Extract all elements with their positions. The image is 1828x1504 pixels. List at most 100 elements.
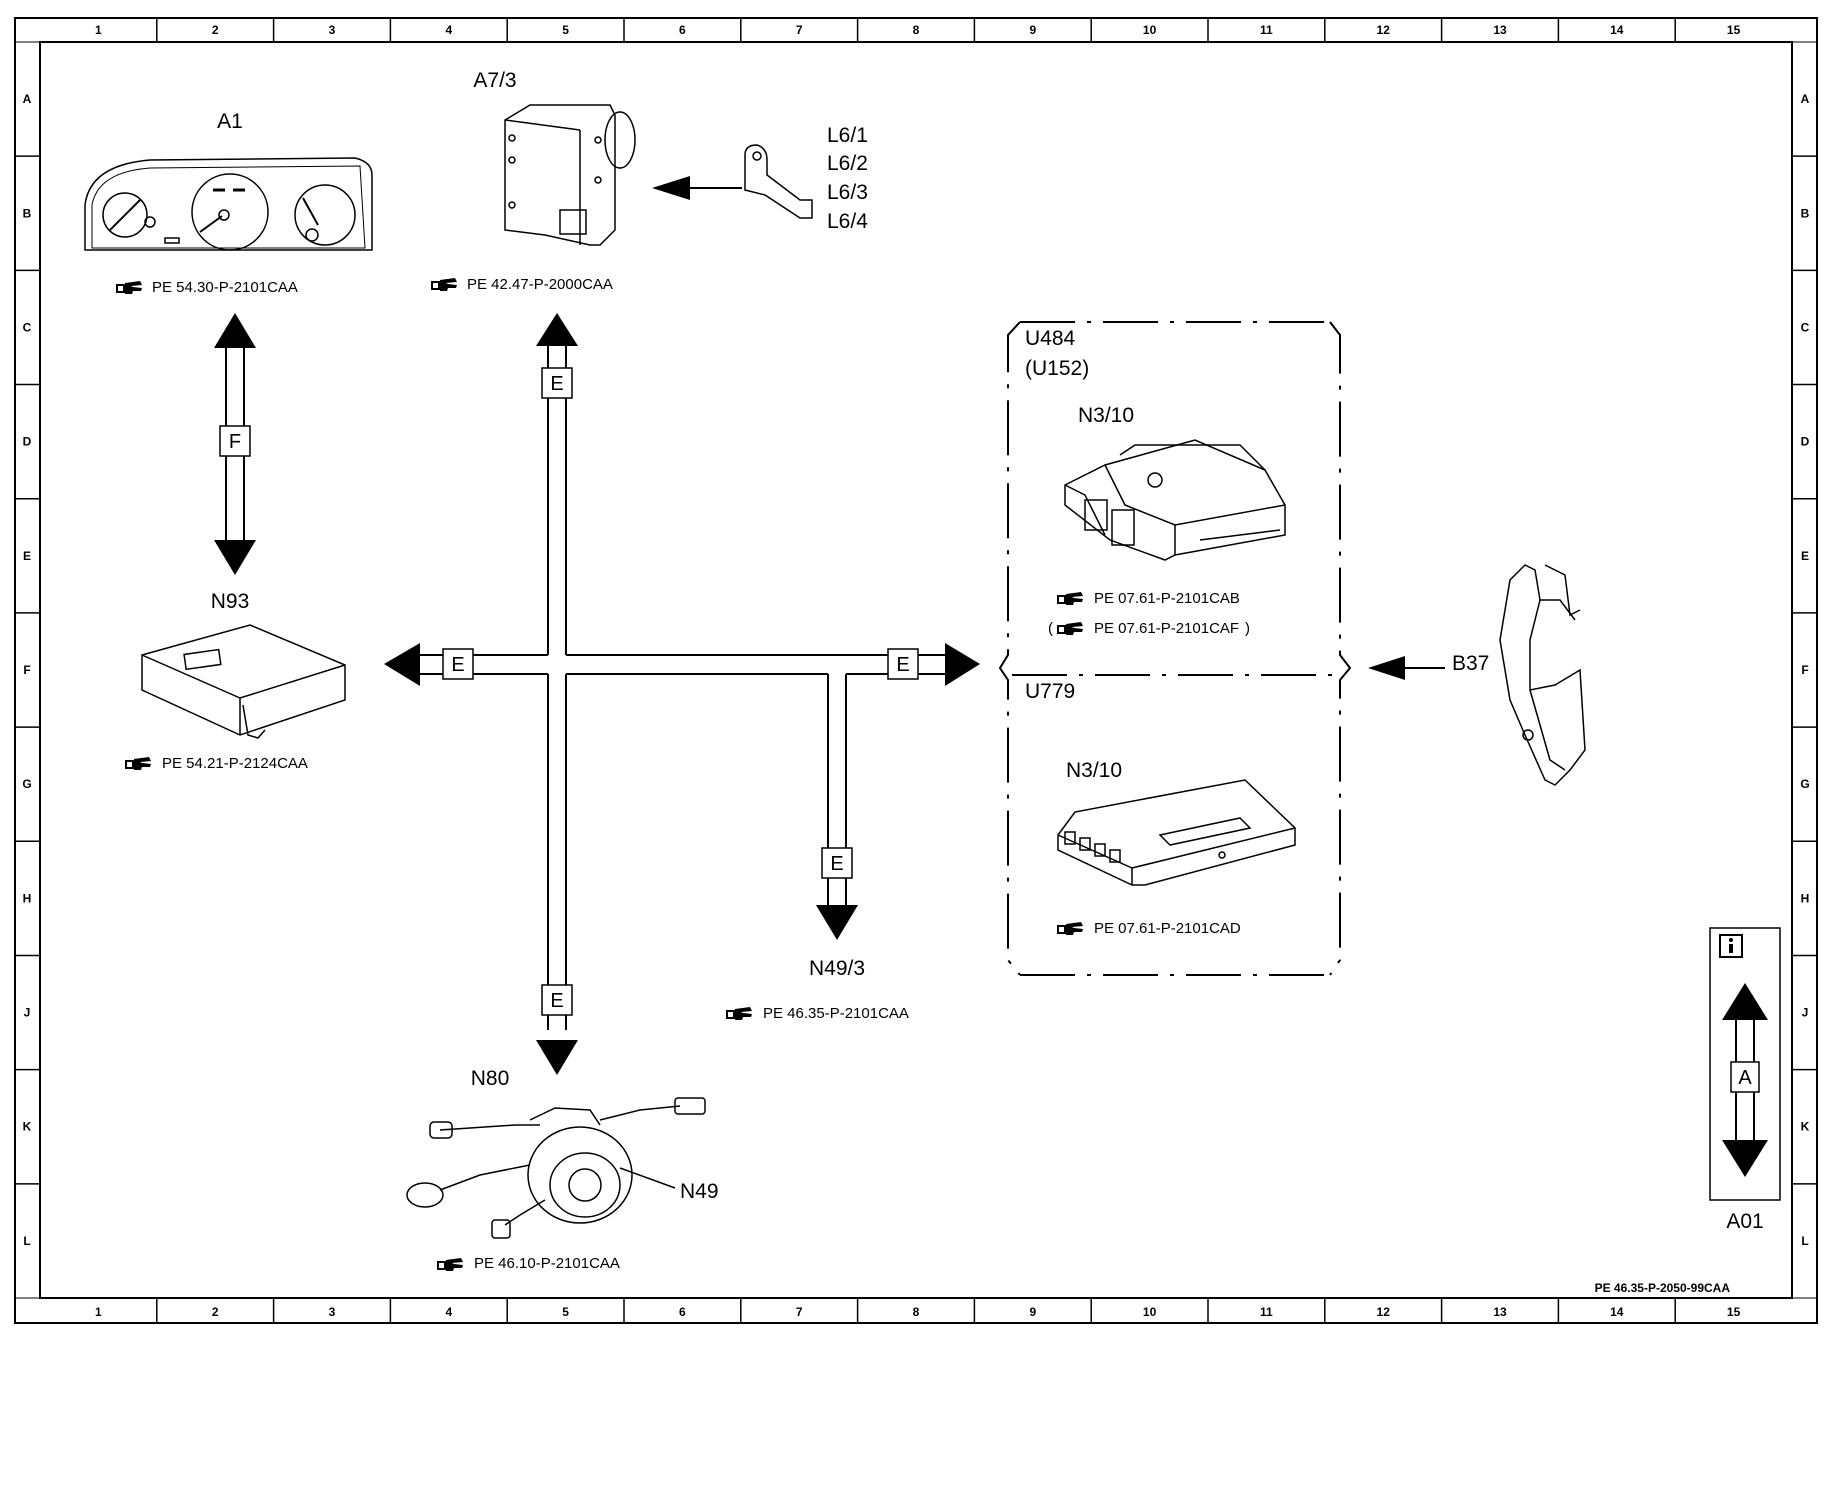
grid-row-label: C	[1801, 320, 1810, 334]
n3-10-bottom-label: N3/10	[1066, 759, 1122, 782]
l6-4-label: L6/4	[827, 210, 868, 233]
a1-ref: PE 54.30-P-2101CAA	[116, 279, 298, 296]
grid-column-label: 15	[1727, 1305, 1741, 1319]
arrow-to-a7-3	[536, 313, 578, 346]
grid-column-label: 14	[1610, 23, 1624, 37]
n49-label: N49	[680, 1180, 719, 1203]
grid-row-label: J	[1802, 1006, 1809, 1020]
n3-10-bottom-ref: PE 07.61-P-2101CAD	[1057, 920, 1241, 937]
bus-e-label-bottom: E	[550, 990, 563, 1012]
n80-label: N80	[471, 1067, 510, 1090]
bus-e-label-right: E	[896, 654, 909, 676]
grid-column-label: 15	[1727, 23, 1741, 37]
grid-column-label: 5	[562, 23, 569, 37]
b37-label: B37	[1452, 652, 1489, 675]
l6-speed-sensor: L6/1 L6/2 L6/3 L6/4	[652, 124, 868, 233]
grid-row-label: C	[23, 320, 32, 334]
bus-f: F	[214, 313, 256, 575]
grid-column-label: 12	[1377, 23, 1391, 37]
grid-column-label: 5	[562, 1305, 569, 1319]
n49-3-ref-text: PE 46.35-P-2101CAA	[763, 1005, 909, 1022]
arrow-to-engine-control	[945, 643, 980, 686]
grid-column-label: 6	[679, 1305, 686, 1319]
a1-label: A1	[217, 110, 243, 133]
n3-10-top-label: N3/10	[1078, 404, 1134, 427]
n80-ref-text: PE 46.10-P-2101CAA	[474, 1255, 620, 1272]
grid-row-label: H	[23, 891, 32, 905]
grid-column-label: 11	[1260, 23, 1273, 37]
grid-column-label: 6	[679, 23, 686, 37]
bus-e-label-branch: E	[830, 853, 843, 875]
grid-column-label: 8	[913, 1305, 920, 1319]
grid-row-label: L	[23, 1234, 30, 1248]
a7-3-ref: PE 42.47-P-2000CAA	[431, 276, 613, 293]
grid-row-label: J	[24, 1006, 31, 1020]
l6-2-label: L6/2	[827, 152, 868, 175]
n93-ref: PE 54.21-P-2124CAA	[125, 755, 308, 772]
grid-row-label: B	[23, 206, 32, 220]
reference-hand-icon	[437, 1258, 463, 1271]
arrow-to-a1	[214, 313, 256, 348]
grid-column-labels: 1122334455667788991010111112121313141415…	[95, 23, 1741, 1319]
grid-column-label: 12	[1377, 1305, 1391, 1319]
a7-3-label: A7/3	[473, 69, 516, 92]
n49-3-ref: PE 46.35-P-2101CAA	[726, 1005, 909, 1022]
engine-control-group-frame	[998, 321, 1352, 976]
grid-row-label: D	[1801, 435, 1810, 449]
l6-1-label: L6/1	[827, 124, 868, 147]
n3-10-top-ref-alt-text: PE 07.61-P-2101CAF	[1094, 620, 1239, 637]
grid-column-label: 10	[1143, 1305, 1157, 1319]
grid-column-label: 10	[1143, 23, 1157, 37]
u484-label: U484	[1025, 327, 1076, 350]
legend-bus-label: A	[1738, 1067, 1752, 1089]
bus-e-label-left: E	[451, 654, 464, 676]
arrow-to-n93-f	[214, 540, 256, 575]
arrow-to-n93	[384, 643, 420, 686]
grid-row-label: G	[22, 777, 31, 791]
arrow-to-n49-3	[816, 905, 858, 940]
a1-instrument-cluster: A1	[84, 110, 373, 251]
n80-ref: PE 46.10-P-2101CAA	[437, 1255, 620, 1272]
grid-row-label: K	[1801, 1120, 1810, 1134]
grid-column-label: 1	[95, 23, 102, 37]
grid-row-ticks	[15, 155, 1817, 1185]
grid-column-label: 2	[212, 1305, 219, 1319]
n93-ref-text: PE 54.21-P-2124CAA	[162, 755, 308, 772]
reference-hand-icon	[1057, 922, 1083, 935]
reference-hand-icon	[125, 757, 151, 770]
grid-row-label: B	[1801, 206, 1810, 220]
n3-10-ecu-bottom	[1057, 779, 1296, 886]
grid-column-label: 13	[1493, 23, 1507, 37]
grid-row-label: D	[23, 435, 32, 449]
grid-column-label: 9	[1029, 1305, 1036, 1319]
b37-pedal: B37	[1368, 564, 1586, 786]
grid-row-label: G	[1800, 777, 1809, 791]
n49-3-label: N49/3	[809, 957, 865, 980]
n93-label: N93	[211, 590, 250, 613]
reference-hand-icon	[726, 1007, 752, 1020]
grid-column-ticks	[156, 18, 1676, 1323]
n3-10-top-ref-text: PE 07.61-P-2101CAB	[1094, 590, 1240, 607]
bus-e-network	[420, 346, 945, 1030]
grid-row-label: F	[1801, 663, 1808, 677]
grid-row-label: E	[23, 549, 31, 563]
arrow-to-n80	[536, 1040, 578, 1075]
arrow-b37-to-engine-control	[1368, 656, 1405, 680]
grid-column-label: 14	[1610, 1305, 1624, 1319]
grid-row-label: L	[1801, 1234, 1808, 1248]
info-icon	[1719, 934, 1743, 958]
u779-label: U779	[1025, 680, 1075, 703]
grid-column-label: 11	[1260, 1305, 1273, 1319]
grid-column-label: 13	[1493, 1305, 1507, 1319]
reference-hand-icon	[1057, 622, 1083, 635]
grid-column-label: 7	[796, 1305, 803, 1319]
n80-steering-column-module	[406, 1097, 706, 1239]
legend-arrow-down	[1722, 1140, 1768, 1177]
reference-hand-icon	[431, 278, 457, 291]
n49-pointer: N49	[619, 1167, 719, 1203]
doc-ref: PE 46.35-P-2050-99CAA	[1595, 1281, 1731, 1295]
a7-3-ref-text: PE 42.47-P-2000CAA	[467, 276, 613, 293]
reference-hand-icon	[1057, 592, 1083, 605]
